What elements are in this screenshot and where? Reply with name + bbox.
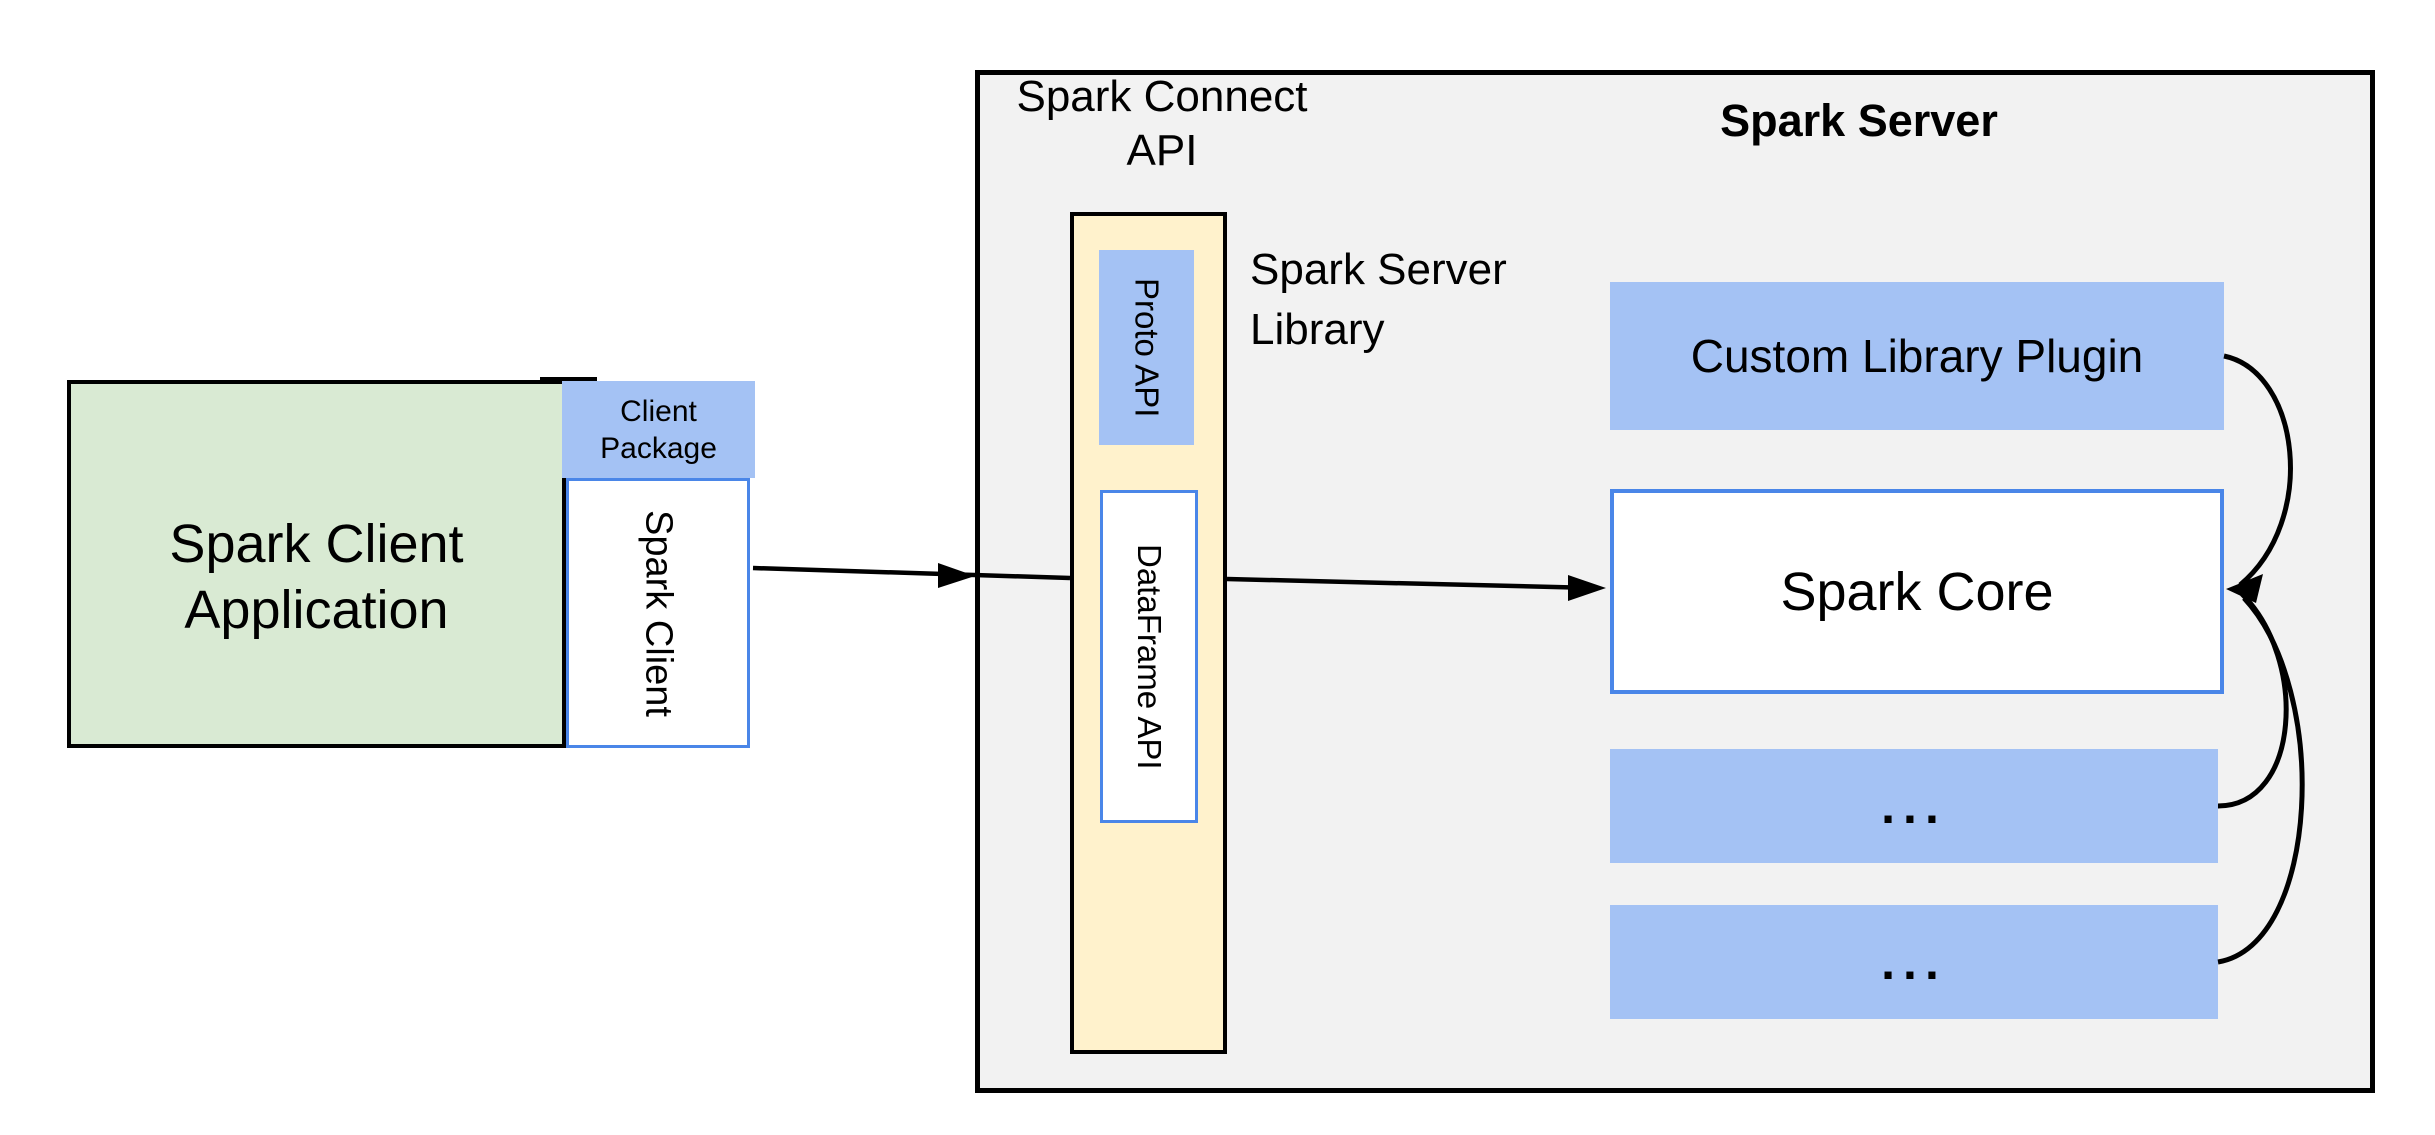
spark-client-application-box: Spark Client Application [67, 380, 566, 748]
proto-api-label: Proto API [1128, 277, 1166, 418]
more-plugins-box-top: ... [1610, 749, 2218, 863]
custom-library-plugin-box: Custom Library Plugin [1610, 282, 2224, 430]
client-package-box: Client Package [562, 381, 755, 478]
more-plugins-box-bottom: ... [1610, 905, 2218, 1019]
spark-server-library-label-line1: Spark Server [1250, 245, 1507, 294]
spark-core-box: Spark Core [1610, 489, 2224, 694]
client-package-label-line2: Package [600, 431, 717, 465]
spark-client-label: Spark Client [637, 509, 680, 717]
custom-library-plugin-label: Custom Library Plugin [1690, 330, 2144, 382]
proto-api-box: Proto API [1099, 250, 1194, 445]
dataframe-api-box: DataFrame API [1100, 490, 1198, 823]
spark-server-library-label-line2: Library [1250, 305, 1385, 354]
more-plugins-top-label: ... [1881, 778, 1947, 834]
spark-connect-api-heading: Spark Connect API [962, 70, 1362, 178]
more-plugins-bottom-label: ... [1881, 934, 1947, 990]
spark-connect-api-heading-line2: API [1126, 126, 1198, 175]
spark-client-box: Spark Client [566, 478, 750, 748]
dataframe-api-label: DataFrame API [1131, 543, 1168, 770]
spark-connect-api-heading-line1: Spark Connect [1016, 72, 1308, 121]
spark-server-heading: Spark Server [1720, 95, 1998, 146]
spark-core-label: Spark Core [1780, 561, 2054, 622]
spark-client-application-label-line1: Spark Client [169, 514, 464, 574]
client-package-label-line1: Client [620, 394, 697, 428]
arrowhead-client-to-connect-api [938, 563, 975, 588]
spark-client-application-label-line2: Application [184, 580, 449, 640]
spark-server-library-label: Spark Server Library [1250, 240, 1507, 360]
